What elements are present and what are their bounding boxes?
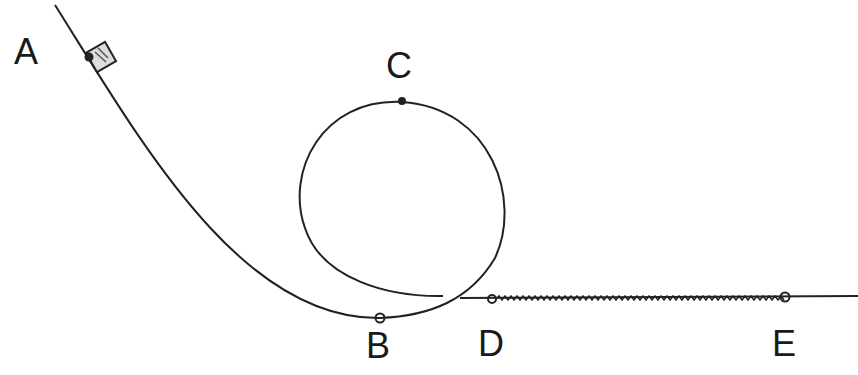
point-dot xyxy=(398,97,406,105)
block-shading xyxy=(95,48,108,62)
point-dot xyxy=(488,295,496,303)
point-dot xyxy=(781,293,790,302)
point-dot xyxy=(376,314,385,323)
point-label: D xyxy=(478,326,504,362)
point-label: B xyxy=(366,328,390,364)
point-label: E xyxy=(772,326,796,362)
point-label: A xyxy=(14,34,38,70)
point-dot xyxy=(85,53,94,62)
rough-surface xyxy=(496,296,784,300)
point-label: C xyxy=(386,48,412,84)
track-loop xyxy=(55,5,505,318)
